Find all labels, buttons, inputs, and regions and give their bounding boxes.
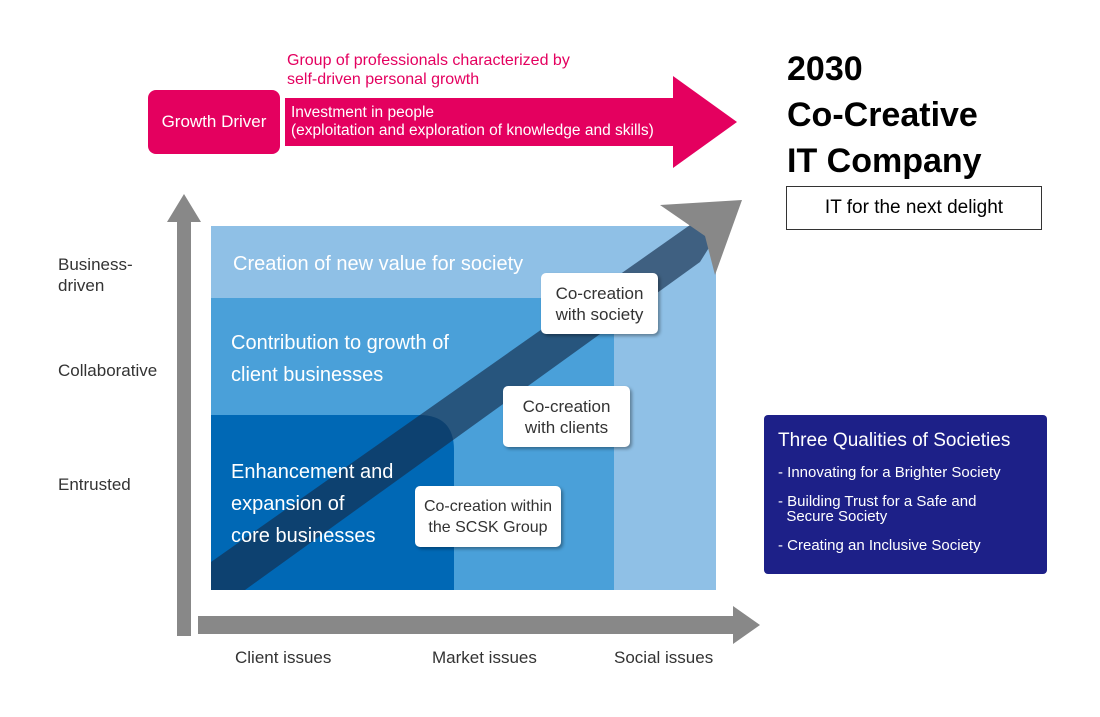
growth-driver-box: Growth Driver xyxy=(148,90,280,154)
box-line: the SCSK Group xyxy=(428,518,548,536)
tagline-box: IT for the next delight xyxy=(786,186,1042,230)
band-society-label: Creation of new value for society xyxy=(233,253,524,275)
box-line: with society xyxy=(555,304,644,324)
y-label-line: Business- xyxy=(58,255,133,274)
title-line: IT Company xyxy=(787,142,982,180)
y-label-entrusted: Entrusted xyxy=(58,475,131,494)
band-clients-label: Contribution to growth of client busines… xyxy=(231,327,449,391)
x-label-social: Social issues xyxy=(614,648,714,667)
y-label-line: driven xyxy=(58,276,105,295)
caption-line: self-driven personal growth xyxy=(287,71,480,88)
band-label-line: Enhancement and xyxy=(231,461,394,483)
growth-driver-label: Growth Driver xyxy=(161,112,267,131)
growth-caption: Group of professionals characterized by … xyxy=(287,51,570,89)
title-line: 2030 xyxy=(787,50,863,88)
y-label-business-driven: Business- driven xyxy=(58,254,133,296)
band-label-line: core businesses xyxy=(231,525,376,547)
vision-title: 2030 Co-Creative IT Company xyxy=(787,46,982,184)
y-axis-arrow xyxy=(167,194,201,636)
quality-item: - Innovating for a Brighter Society xyxy=(778,464,1001,481)
band-label-line: expansion of xyxy=(231,493,345,515)
box-line: Co-creation xyxy=(555,283,644,303)
title-line: Co-Creative xyxy=(787,96,978,134)
qualities-title: Three Qualities of Societies xyxy=(778,430,1011,451)
quality-item: - Building Trust for a Safe and xyxy=(778,493,977,510)
growth-arrow-text: Investment in people (exploitation and e… xyxy=(291,104,654,140)
growth-arrow xyxy=(285,76,737,168)
x-label-market: Market issues xyxy=(432,648,537,667)
tagline: IT for the next delight xyxy=(824,197,1004,218)
three-qualities-box: Three Qualities of Societies - Innovatin… xyxy=(764,415,1047,574)
quality-item: Secure Society xyxy=(778,508,888,525)
box-line: Co-creation xyxy=(522,396,611,416)
caption-line: Group of professionals characterized by xyxy=(287,52,570,69)
band-label-line: Contribution to growth of xyxy=(231,332,449,354)
x-axis-arrow xyxy=(198,606,760,644)
band-label-line: client businesses xyxy=(231,364,384,386)
cocreation-group-box: Co-creation within the SCSK Group xyxy=(415,486,561,547)
box-line: Co-creation within xyxy=(423,497,553,515)
y-label-collaborative: Collaborative xyxy=(58,361,158,380)
box-line: with clients xyxy=(524,417,609,437)
band-core-label: Enhancement and expansion of core busine… xyxy=(231,456,393,552)
quality-item: - Creating an Inclusive Society xyxy=(778,537,981,554)
x-label-client: Client issues xyxy=(235,648,332,667)
arrow-text-line: Investment in people xyxy=(291,104,435,121)
arrow-text-line: (exploitation and exploration of knowled… xyxy=(291,122,654,139)
diagonal-arrow-head xyxy=(660,200,742,275)
